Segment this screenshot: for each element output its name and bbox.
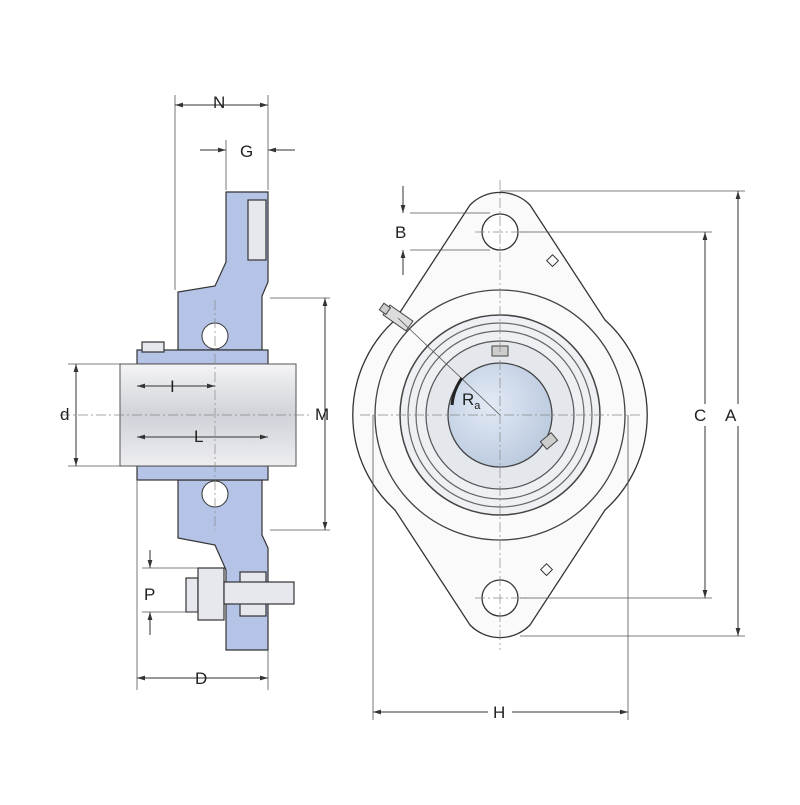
side-dimensions: N G d I L M P D — [60, 93, 330, 690]
front-dimensions: B C A H — [372, 186, 750, 722]
diamond-mark: ◇ — [546, 250, 560, 269]
inner-ring-bottom — [136, 465, 269, 481]
bolt-hole-top — [247, 199, 267, 261]
dim-label-A: A — [725, 406, 737, 425]
dim-label-I: I — [170, 377, 175, 396]
dim-label-G: G — [240, 142, 253, 161]
dim-label-P: P — [144, 585, 155, 604]
front-view: ◇ ◇ Ra — [352, 180, 648, 650]
radius-arc — [450, 377, 464, 406]
dim-label-L: L — [194, 427, 203, 446]
dim-label-Ra: Ra — [462, 390, 481, 412]
dim-label-B: B — [395, 223, 406, 242]
dim-label-N: N — [213, 93, 225, 112]
diamond-mark: ◇ — [540, 559, 554, 578]
dim-label-D: D — [195, 669, 207, 688]
dim-label-d: d — [60, 405, 69, 424]
dim-label-C: C — [694, 406, 706, 425]
housing-section-bottom — [177, 479, 269, 651]
dim-label-H: H — [493, 703, 505, 722]
set-screw — [141, 341, 165, 353]
side-section-view — [60, 191, 310, 651]
dim-label-M: M — [315, 405, 329, 424]
